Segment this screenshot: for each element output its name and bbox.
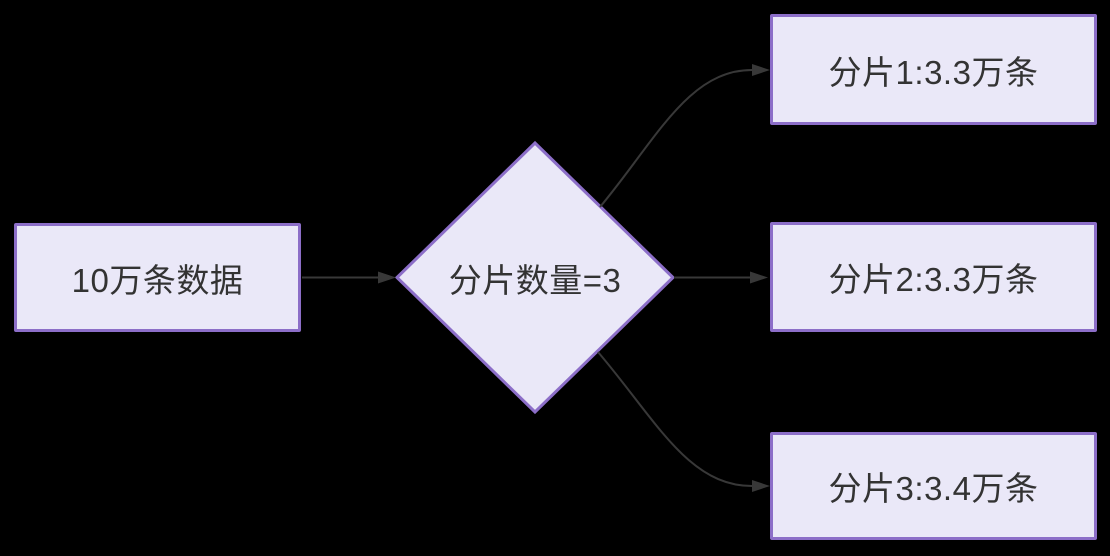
edge-decision-to-shard1 bbox=[599, 64, 770, 208]
edge-decision-to-shard3 bbox=[597, 351, 770, 492]
decision-diamond-shape bbox=[394, 140, 676, 415]
node-source: 10万条数据 bbox=[14, 223, 301, 332]
node-shard2: 分片2:3.3万条 bbox=[770, 222, 1097, 332]
node-decision: 分片数量=3 bbox=[397, 143, 673, 412]
node-decision-label: 分片数量=3 bbox=[448, 261, 622, 299]
node-shard2-label: 分片2:3.3万条 bbox=[828, 261, 1039, 298]
node-source-label: 10万条数据 bbox=[71, 261, 244, 299]
node-shard1-label: 分片1:3.3万条 bbox=[828, 53, 1039, 91]
node-shard3-label: 分片3:3.4万条 bbox=[828, 470, 1039, 507]
node-shard1: 分片1:3.3万条 bbox=[770, 14, 1097, 125]
node-shard3: 分片3:3.4万条 bbox=[770, 432, 1097, 540]
